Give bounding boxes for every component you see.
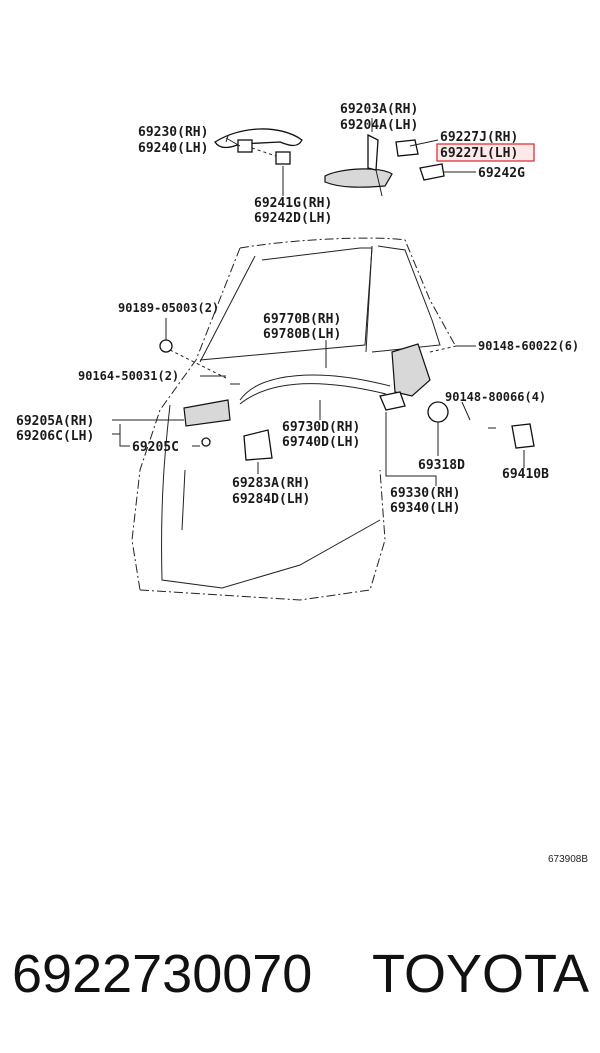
- label-69230: 69230(RH): [138, 125, 208, 140]
- door-lock-part: [379, 343, 449, 423]
- diagram-reference: 673908B: [548, 854, 588, 865]
- label-69410b: 69410B: [502, 467, 549, 482]
- label-69241g: 69241G(RH): [254, 196, 332, 211]
- label-69203a: 69203A(RH): [340, 102, 418, 117]
- label-69318d: 69318D: [418, 458, 465, 473]
- leader-lines: [112, 118, 525, 486]
- handle-frame-part: [324, 133, 393, 197]
- inside-handle-part: [183, 399, 231, 447]
- parts-diagram: 69230(RH) 69240(LH) 69203A(RH) 69204A(LH…: [16, 102, 588, 865]
- outside-handle-part: [214, 128, 303, 165]
- label-69240: 69240(LH): [138, 141, 208, 156]
- label-69206c: 69206C(LH): [16, 429, 94, 444]
- label-69205a: 69205A(RH): [16, 414, 94, 429]
- label-90148-60022: 90148-60022(6): [478, 339, 579, 353]
- door-outline: [131, 237, 456, 601]
- label-69340: 69340(LH): [390, 501, 460, 516]
- label-69770b: 69770B(RH): [263, 312, 341, 327]
- label-69284d: 69284D(LH): [232, 492, 310, 507]
- label-69204a: 69204A(LH): [340, 118, 418, 133]
- handle-pad-part: [395, 139, 445, 181]
- label-69780b: 69780B(LH): [263, 327, 341, 342]
- label-69227l: 69227L(LH): [440, 146, 518, 161]
- label-69227j: 69227J(RH): [440, 130, 518, 145]
- cable-rods: [230, 374, 391, 405]
- label-90189: 90189-05003(2): [118, 301, 219, 315]
- brand-name: TOYOTA: [372, 944, 589, 1004]
- label-90148-80066: 90148-80066(4): [445, 390, 546, 404]
- label-90164: 90164-50031(2): [78, 369, 179, 383]
- label-69283a: 69283A(RH): [232, 476, 310, 491]
- handle-cover-part: [243, 429, 273, 461]
- highlight-box: [436, 143, 535, 162]
- label-69730d: 69730D(RH): [282, 420, 360, 435]
- part-number: 6922730070: [12, 944, 312, 1004]
- label-69205c: 69205C: [132, 440, 179, 455]
- label-69740d: 69740D(LH): [282, 435, 360, 450]
- label-69330: 69330(RH): [390, 486, 460, 501]
- label-69242d: 69242D(LH): [254, 211, 332, 226]
- label-69242g: 69242G: [478, 166, 525, 181]
- footer: 6922730070 TOYOTA: [12, 944, 589, 1004]
- striker-part: [488, 423, 535, 449]
